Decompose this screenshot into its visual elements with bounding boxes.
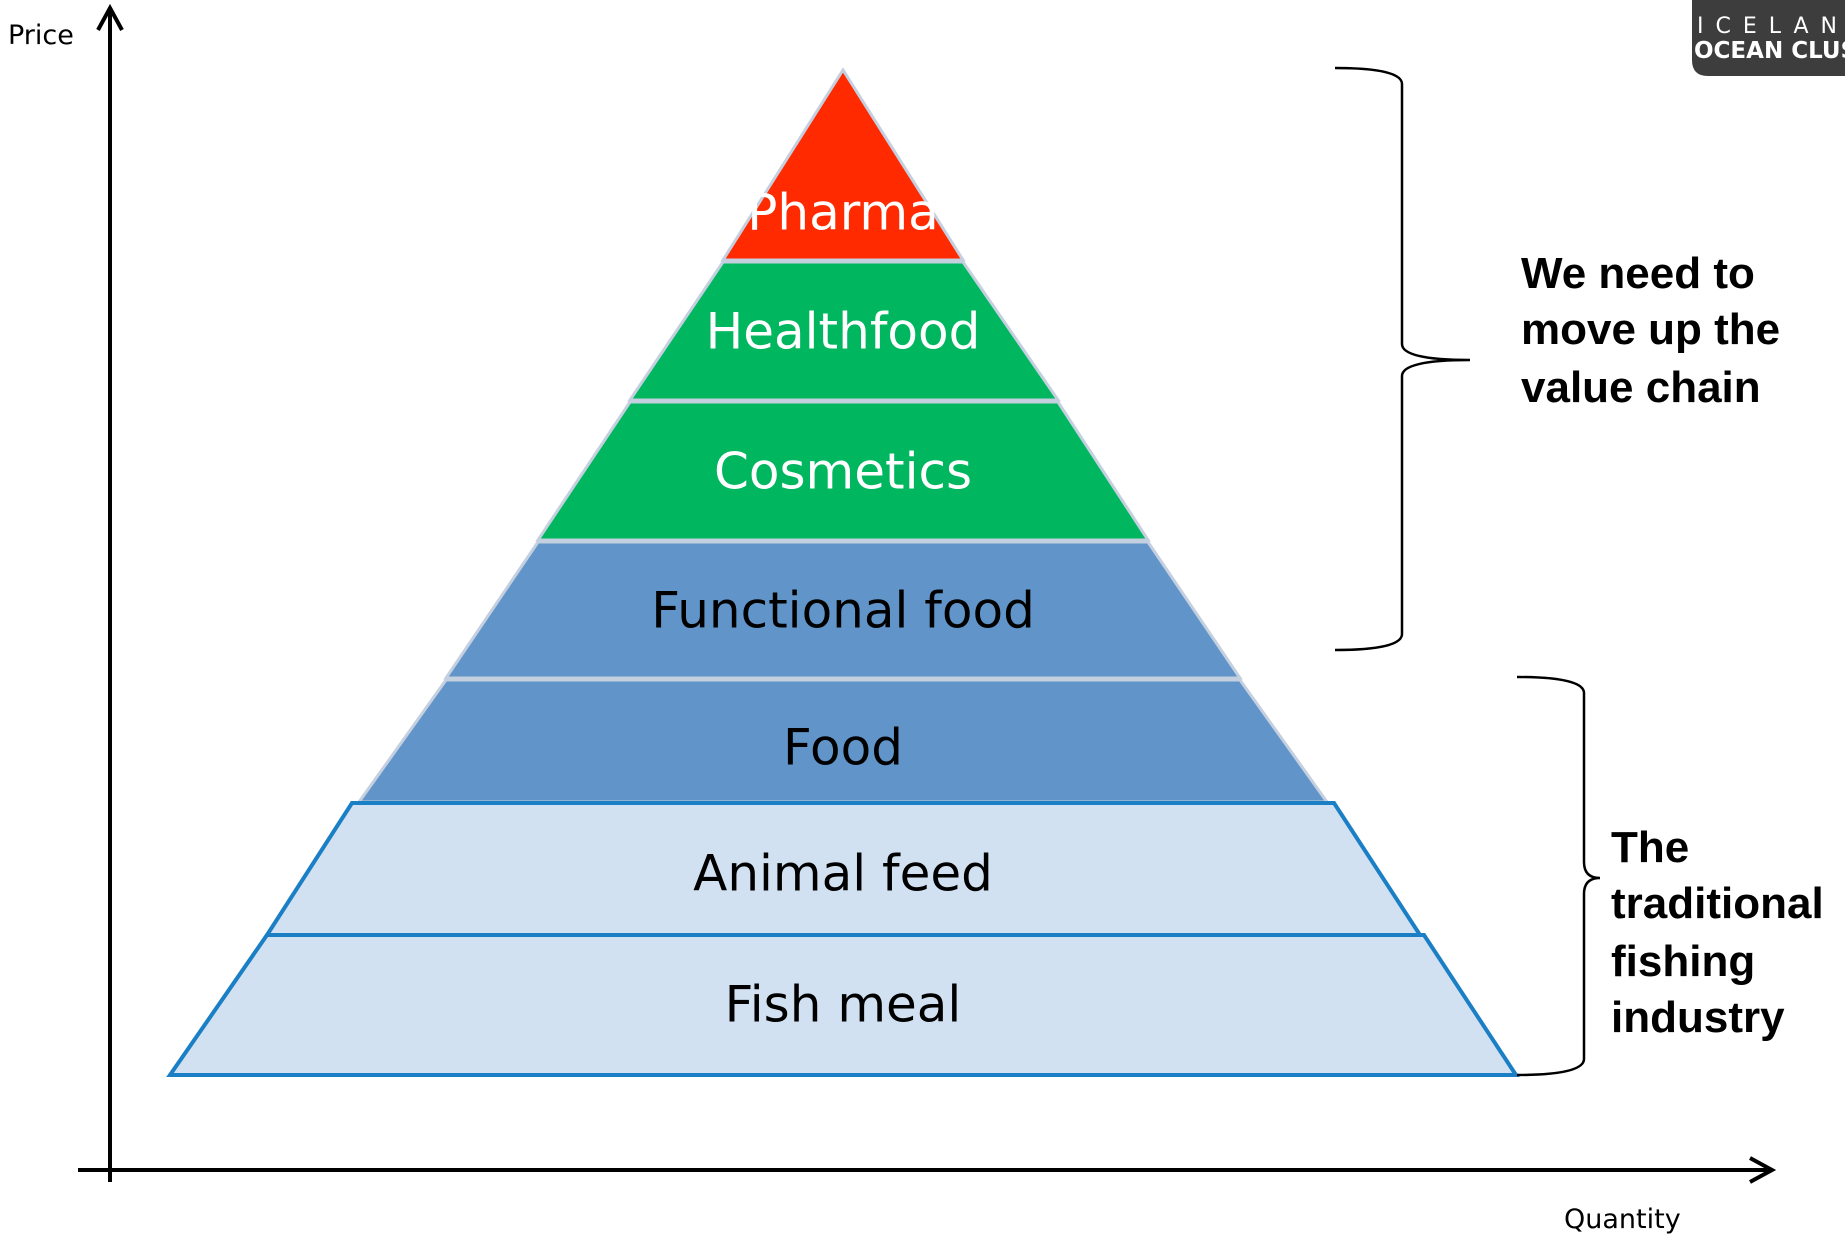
ocean-cluster-logo: ICELAN OCEAN CLUSTE	[1692, 0, 1845, 76]
axes: Price Quantity	[8, 3, 1777, 1235]
value-chain-line-2: move up the	[1521, 305, 1780, 354]
layer-label-cosmetics: Cosmetics	[714, 443, 972, 501]
traditional-industry-text: The traditional fishing industry	[1611, 823, 1836, 1042]
layer-label-food: Food	[783, 719, 903, 777]
layer-label-fish-meal: Fish meal	[725, 976, 962, 1034]
traditional-line-4: industry	[1611, 993, 1785, 1042]
layer-functional-food: Functional food	[443, 540, 1243, 680]
traditional-line-3: fishing	[1611, 937, 1755, 986]
layer-label-animal-feed: Animal feed	[693, 845, 993, 903]
layer-pharma: Pharma	[720, 67, 966, 262]
x-axis-arrowhead	[1749, 1156, 1777, 1184]
value-chain-line-3: value chain	[1521, 363, 1761, 412]
layer-food: Food	[356, 678, 1330, 804]
value-chain-text: We need to move up the value chain	[1521, 249, 1792, 412]
layer-animal-feed: Animal feed	[263, 801, 1424, 937]
y-axis-arrowhead	[96, 3, 124, 31]
brace-traditional-industry: The traditional fishing industry	[1516, 675, 1836, 1077]
traditional-line-1: The	[1611, 823, 1689, 872]
curly-brace-lower	[1516, 675, 1601, 1077]
x-axis-label: Quantity	[1564, 1204, 1681, 1235]
pyramid: Pharma Healthfood Cosmetics Functional f…	[166, 67, 1520, 1077]
traditional-line-2: traditional	[1611, 879, 1824, 928]
layer-fish-meal: Fish meal	[166, 933, 1520, 1077]
logo-top-text: ICELAN	[1697, 14, 1845, 39]
layer-label-pharma: Pharma	[747, 184, 939, 242]
curly-brace-upper	[1334, 66, 1471, 652]
logo-bottom-text: OCEAN CLUSTE	[1694, 38, 1845, 64]
layer-label-healthfood: Healthfood	[706, 303, 981, 361]
y-axis-label: Price	[8, 20, 74, 51]
layer-label-functional-food: Functional food	[651, 582, 1035, 640]
layer-healthfood: Healthfood	[627, 260, 1061, 402]
brace-value-chain: We need to move up the value chain	[1334, 66, 1792, 652]
layer-cosmetics: Cosmetics	[535, 400, 1151, 542]
value-chain-line-1: We need to	[1521, 249, 1755, 298]
